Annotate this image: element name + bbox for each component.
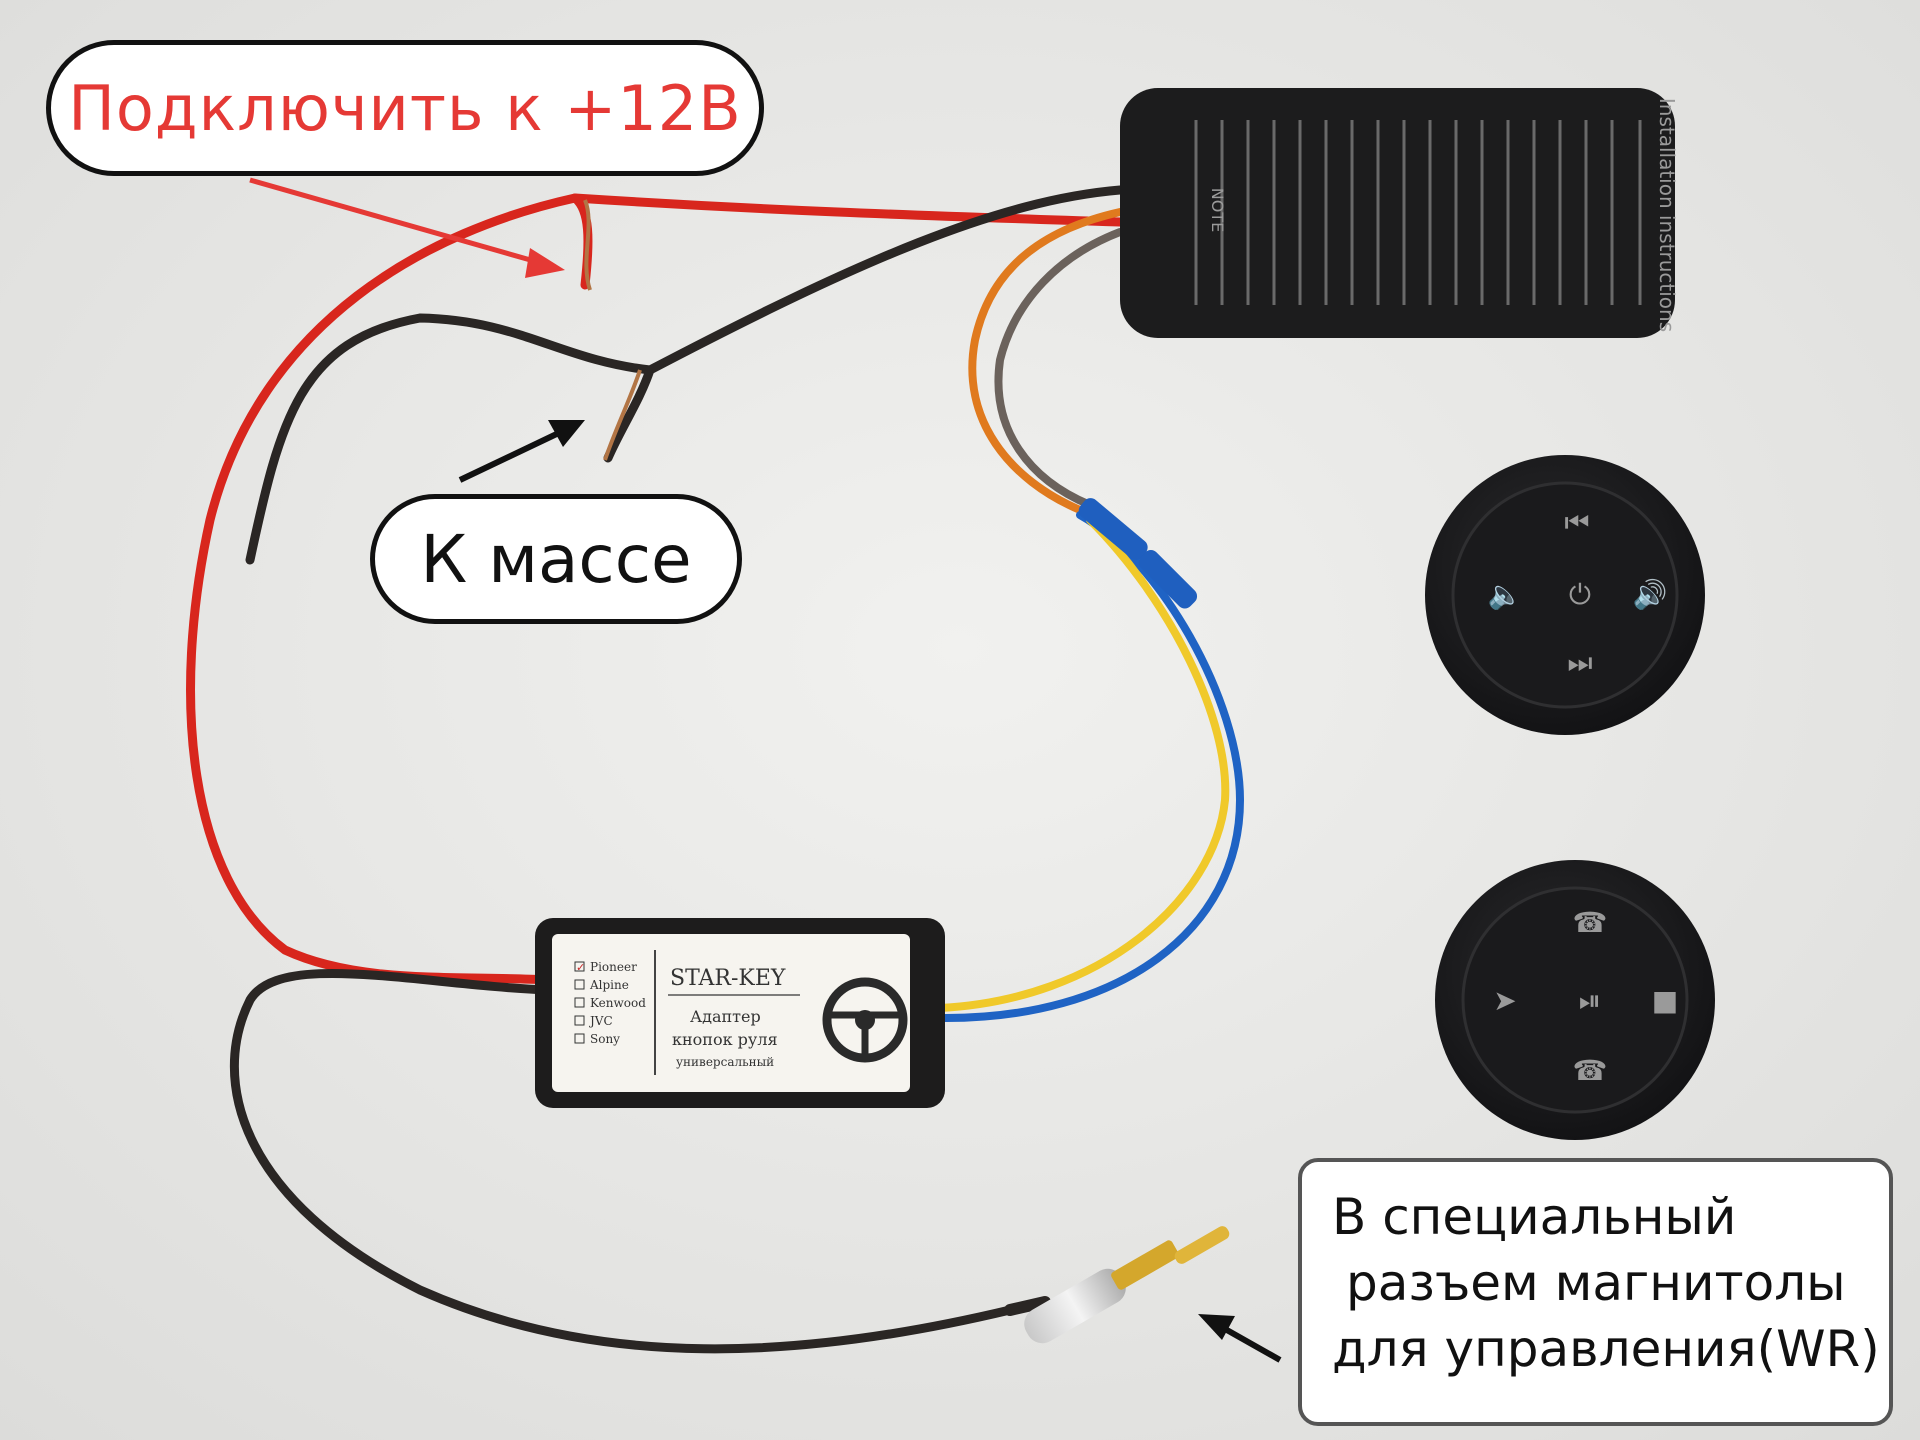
call-end-icon: ☎ <box>1573 1054 1608 1087</box>
adapter-check-mark: ✓ <box>576 961 585 974</box>
pointer-arrow-jack <box>1198 1314 1282 1363</box>
callout-jack-line-3: для управления(WR) <box>1332 1320 1880 1378</box>
wire-orange-gray <box>968 208 1124 514</box>
callout-power-text: Подключить к +12В <box>68 71 742 145</box>
callout-jack-line-2: разъем магнитолы <box>1346 1254 1846 1312</box>
prev-track-icon: ⏮ <box>1564 506 1589 539</box>
pointer-arrow-power <box>249 177 565 278</box>
callout-jack: В специальный разъем магнитолы для управ… <box>1298 1158 1893 1426</box>
pointer-arrow-ground <box>458 420 585 483</box>
audio-jack-plug <box>1004 1226 1230 1344</box>
play-pause-icon: ⏯ <box>1579 984 1601 1017</box>
volume-down-icon: 🔈 <box>1488 578 1523 611</box>
wire-black <box>229 185 1125 1354</box>
mute-power-icon: ⏻ <box>1569 578 1591 611</box>
call-answer-icon: ☎ <box>1573 906 1608 939</box>
callout-jack-line-1: В специальный <box>1332 1188 1737 1246</box>
stop-icon: ■ <box>1652 984 1678 1017</box>
adapter-line-2: кнопок руля <box>672 1030 778 1049</box>
receiver-module <box>1120 88 1675 338</box>
wire-blue-yellow <box>936 498 1245 1023</box>
callout-ground-text: К массе <box>420 520 692 598</box>
adapter-option-pioneer: Pioneer <box>590 960 637 974</box>
adapter-option-jvc: JVC <box>588 1014 613 1028</box>
adapter-line-1: Адаптер <box>690 1007 761 1026</box>
receiver-label-title: Installation instructions <box>1655 98 1679 332</box>
callout-ground: К массе <box>370 494 742 624</box>
next-track-icon: ⏭ <box>1567 646 1592 679</box>
adapter-option-kenwood: Kenwood <box>590 996 646 1010</box>
callout-power: Подключить к +12В <box>46 40 764 176</box>
volume-up-icon: 🔊 <box>1633 577 1668 611</box>
adapter-option-sony: Sony <box>590 1032 620 1046</box>
adapter-line-3: универсальный <box>676 1055 774 1069</box>
stripped-wire-ends <box>583 199 642 461</box>
adapter-name: STAR-KEY <box>670 966 786 991</box>
adapter-box <box>535 918 945 1108</box>
adapter-option-alpine: Alpine <box>589 978 629 992</box>
receiver-label-note: NOTE <box>1208 188 1227 232</box>
control-knob-phone <box>1435 860 1715 1140</box>
navigation-icon: ➤ <box>1493 984 1516 1017</box>
control-knob-media <box>1425 455 1705 735</box>
